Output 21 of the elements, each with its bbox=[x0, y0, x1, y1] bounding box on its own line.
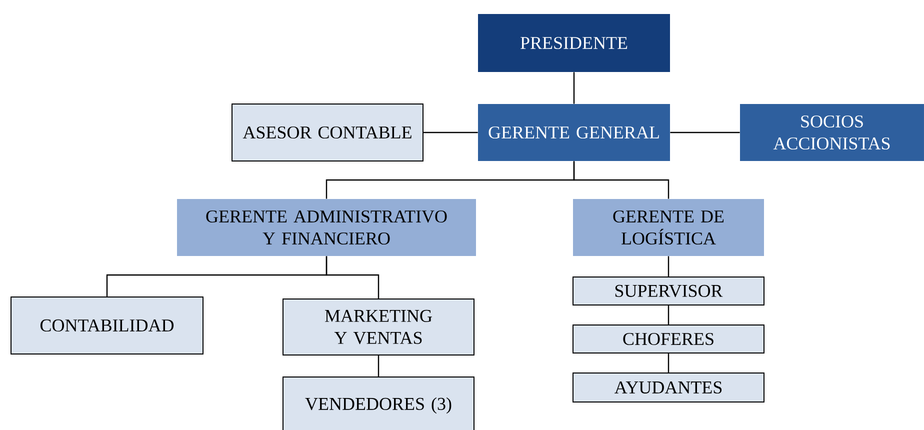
org-box: CHOFERES bbox=[572, 324, 764, 354]
org-box: SUPERVISOR bbox=[572, 276, 764, 306]
connector-line bbox=[378, 355, 380, 376]
org-box: CONTABILIDAD bbox=[10, 296, 204, 354]
org-box: PRESIDENTE bbox=[478, 14, 670, 72]
connector-line bbox=[668, 256, 670, 276]
org-box: AYUDANTES bbox=[572, 372, 764, 402]
org-box: MARKETING Y VENTAS bbox=[282, 298, 474, 356]
org-box: ASESOR CONTABLE bbox=[232, 104, 424, 162]
org-box: GERENTE ADMINISTRATIVO Y FINANCIERO bbox=[177, 199, 476, 256]
connector-line bbox=[573, 72, 575, 104]
org-box: GERENTE DE LOGÍSTICA bbox=[573, 199, 764, 256]
connector-line bbox=[668, 353, 670, 372]
org-box: SOCIOS ACCIONISTAS bbox=[740, 104, 924, 161]
connector-line bbox=[424, 132, 478, 134]
connector-line bbox=[326, 256, 380, 298]
connector-line bbox=[670, 132, 740, 134]
org-box: GERENTE GENERAL bbox=[478, 104, 670, 161]
connector-line bbox=[573, 161, 670, 199]
org-box: VENDEDORES (3) bbox=[282, 376, 474, 430]
connector-line bbox=[668, 306, 670, 324]
